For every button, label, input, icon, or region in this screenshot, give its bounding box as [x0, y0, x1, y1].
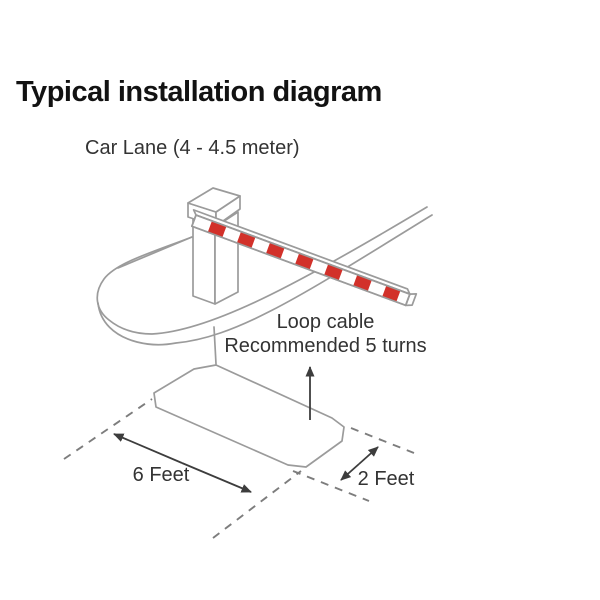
car-lane-label: Car Lane (4 - 4.5 meter): [85, 137, 300, 159]
page-title: Typical installation diagram: [16, 76, 382, 108]
dimension-arrow-width: [113, 433, 252, 493]
arm-outline: [190, 214, 411, 307]
loop-cable-label-line2: Recommended 5 turns: [224, 335, 427, 357]
dashed-guide-bottom: [212, 470, 302, 539]
island-to-loop-line: [213, 326, 217, 365]
dashed-guide-right-top: [350, 427, 415, 454]
dimension-width-label: 6 Feet: [132, 464, 190, 486]
dimension-depth-label: 2 Feet: [357, 468, 415, 490]
dashed-guides: [63, 398, 415, 539]
barrier-arm: [190, 209, 418, 307]
housing-cap-top-face: [187, 187, 241, 213]
loop-cable-label-line1: Loop cable: [276, 311, 375, 333]
loop-cable-label: Loop cable Recommended 5 turns: [203, 310, 448, 358]
loop-outline: [153, 364, 345, 468]
dashed-guide-left: [63, 398, 153, 460]
island-top-outline: [96, 206, 428, 335]
dimension-arrow-depth: [340, 446, 379, 481]
barrier-housing: [187, 187, 241, 305]
